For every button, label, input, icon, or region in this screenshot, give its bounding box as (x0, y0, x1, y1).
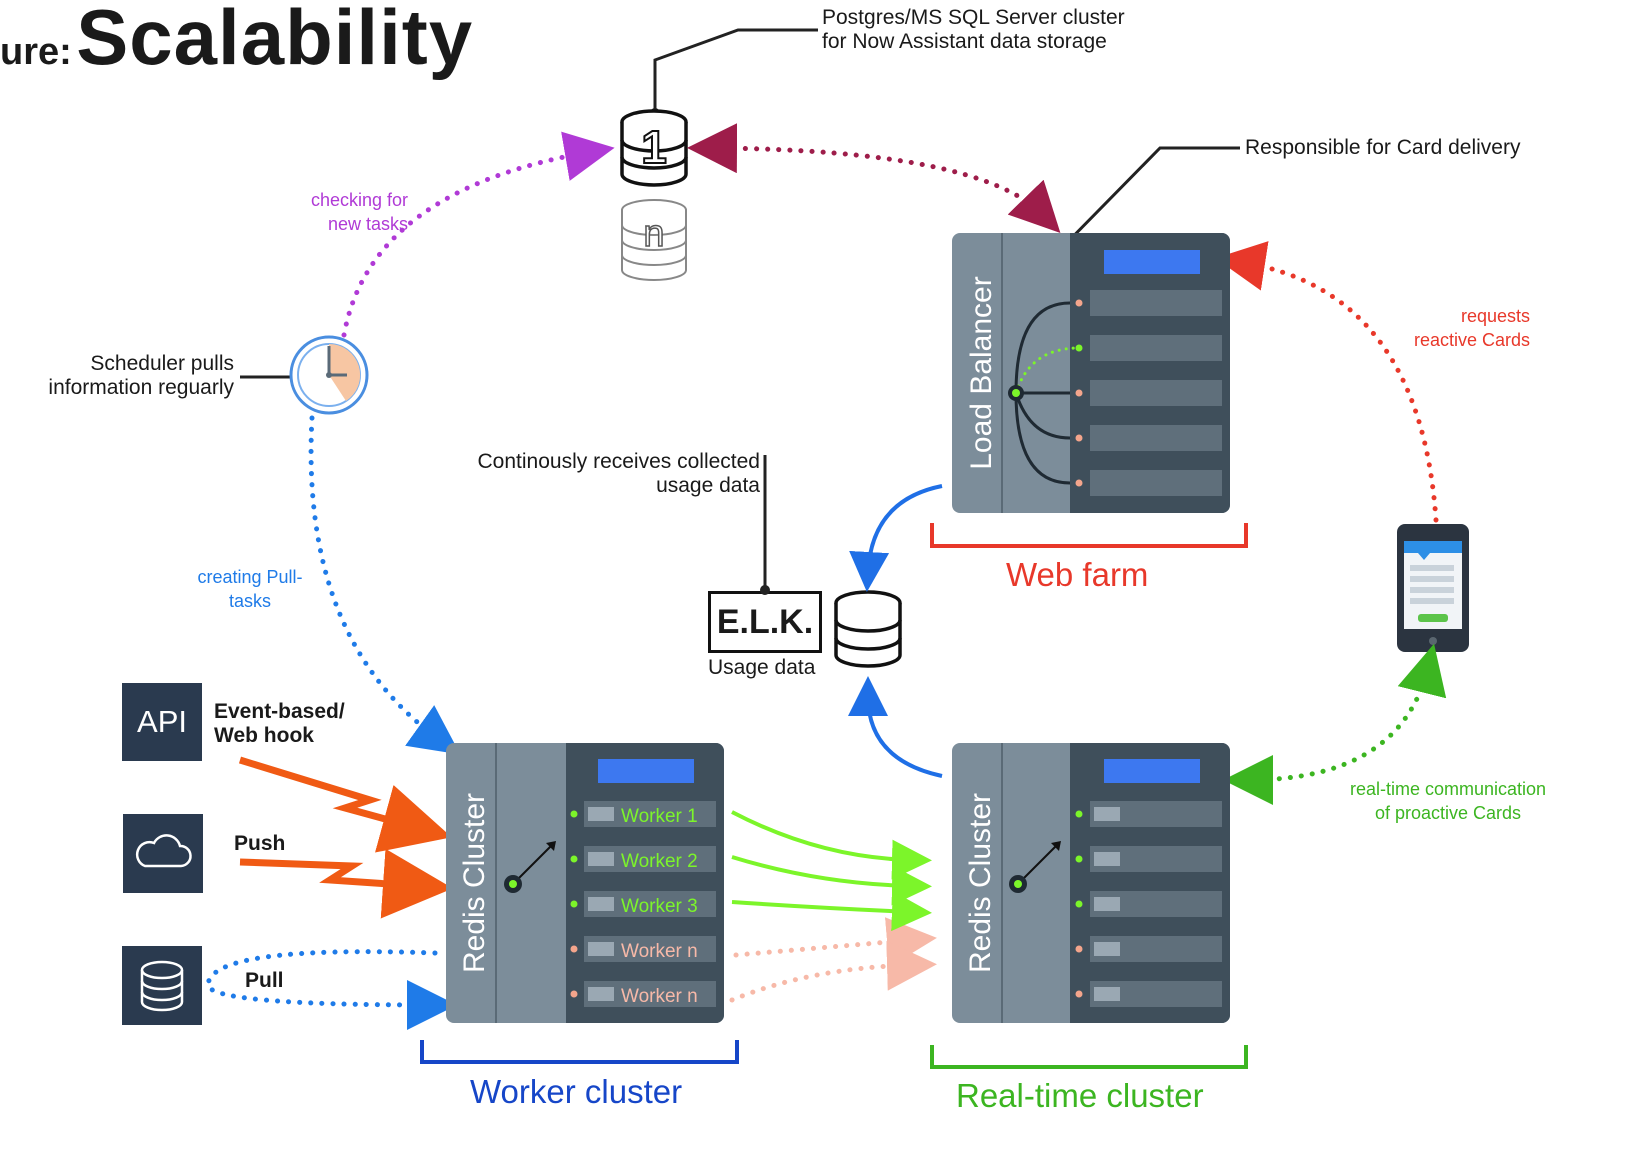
worker-n2-label: Worker n (621, 986, 698, 1007)
usage-database-icon (834, 590, 902, 668)
database-n-label: n (643, 213, 664, 255)
scheduler-label: Scheduler pulls information reguarly (0, 352, 234, 400)
elk-box: E.L.K. (708, 591, 822, 653)
web-farm-bracket (930, 523, 1248, 548)
title-main: Scalability (76, 0, 474, 81)
pull-label: Pull (245, 969, 284, 992)
requests-reactive-label-line2: reactive Cards (1413, 330, 1530, 350)
smartphone-icon (1397, 524, 1469, 652)
worker-1-label: Worker 1 (621, 806, 698, 827)
load-balancer-label: Load Balancer (965, 276, 998, 469)
cloud-icon (135, 834, 192, 868)
realtime-cluster-bracket (930, 1045, 1248, 1069)
requests-reactive-label-line1: requests (1460, 306, 1530, 326)
api-label: API (137, 704, 187, 739)
creating-pull-label-line1: creating Pull- (197, 567, 303, 587)
web-farm-server: Load Balancer (952, 233, 1230, 513)
requests-reactive-label: requests reactive Cards (1380, 304, 1530, 352)
creating-pull-label: creating Pull- tasks (180, 565, 320, 613)
worker-3-label: Worker 3 (621, 896, 698, 917)
database-1-label: 1 (641, 121, 667, 173)
usage-flow-arrows (848, 484, 943, 778)
cloud-tile (123, 814, 203, 893)
leader-lines (240, 28, 1240, 590)
checking-label-line2: new tasks (327, 214, 408, 234)
api-tile: API (122, 683, 202, 761)
worker-to-realtime-arrows (731, 810, 932, 932)
page-title: ure: Scalability (0, 0, 473, 83)
event-based-line2: Web hook (214, 724, 314, 747)
checking-label-line1: checking for (310, 190, 408, 210)
worker-cluster-label: Worker cluster (470, 1073, 683, 1110)
clock-icon (289, 335, 369, 415)
db-cluster-label-line1: Postgres/MS SQL Server cluster (822, 6, 1125, 29)
usage-receiver-label-line1: Continously receives collected (477, 450, 760, 473)
database-icon (140, 960, 184, 1012)
database-tile (122, 946, 202, 1025)
worker-2-label: Worker 2 (621, 851, 698, 872)
scheduler-label-line1: Scheduler pulls (90, 352, 234, 375)
push-label: Push (234, 832, 286, 855)
db-cluster-label: Postgres/MS SQL Server cluster for Now A… (822, 6, 1125, 54)
worker-redis-label: Redis Cluster (458, 793, 491, 973)
realtime-cluster-server: Redis Cluster (952, 743, 1230, 1023)
checking-label: checking for new tasks (270, 188, 408, 236)
web-farm-label: Web farm (1006, 556, 1149, 593)
db-cluster-label-line2: for Now Assistant data storage (822, 30, 1107, 53)
database-1-icon (620, 109, 688, 187)
scheduler-label-line2: information reguarly (48, 376, 234, 399)
worker-cluster-bracket (420, 1040, 739, 1064)
realtime-comm-label-line2: of proactive Cards (1374, 803, 1522, 823)
title-prefix: ure: (0, 31, 72, 73)
dotted-connections (205, 123, 1447, 1030)
database-n-icon (621, 199, 687, 281)
usage-data-label: Usage data (708, 656, 816, 679)
realtime-redis-label: Redis Cluster (964, 793, 997, 973)
worker-cluster-server: Worker 1 Worker 2 Worker 3 Worker n Work… (446, 743, 724, 1023)
event-based-line1: Event-based/ (214, 700, 345, 723)
push-lightning-arrows (238, 756, 453, 919)
card-delivery-label: Responsible for Card delivery (1245, 136, 1521, 159)
creating-pull-label-line2: tasks (228, 591, 271, 611)
event-based-label: Event-based/ Web hook (214, 700, 345, 748)
worker-n-label: Worker n (621, 941, 698, 962)
usage-receiver-label-line2: usage data (656, 474, 760, 497)
realtime-cluster-label: Real-time cluster (956, 1077, 1204, 1114)
elk-label: E.L.K. (716, 602, 814, 641)
usage-receiver-label: Continously receives collected usage dat… (420, 450, 760, 498)
